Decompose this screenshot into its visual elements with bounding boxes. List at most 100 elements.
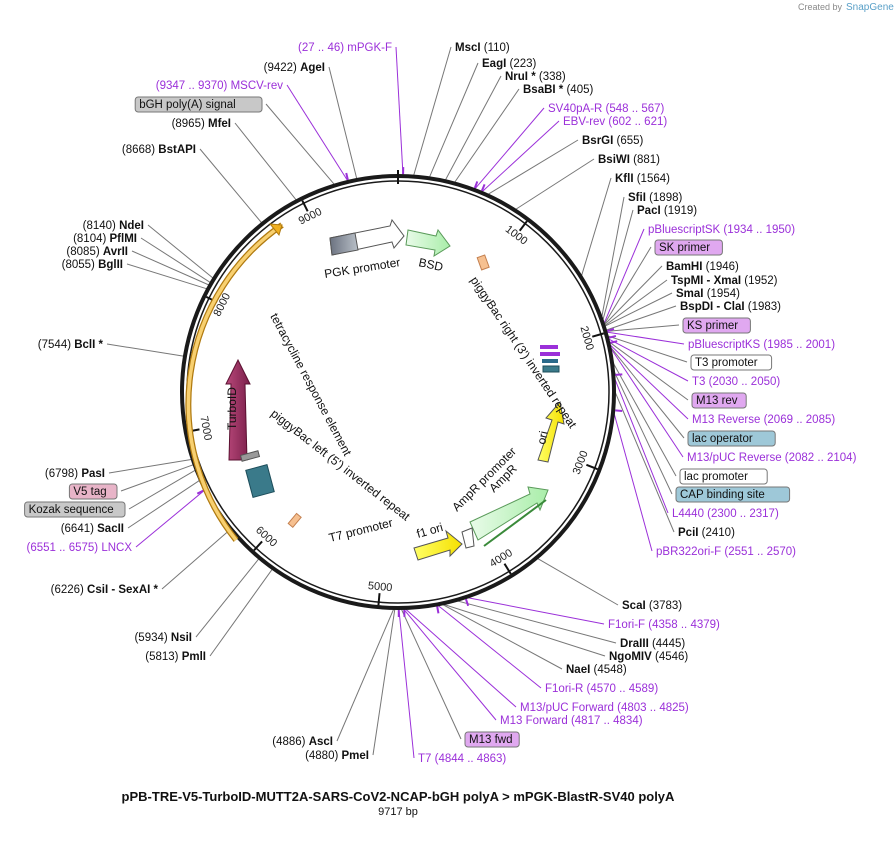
right-label[interactable]: lac promoter — [679, 468, 768, 485]
feature-f1-ori[interactable] — [413, 529, 463, 561]
left-label[interactable]: (7544) BclI * — [38, 339, 104, 351]
right-label[interactable]: BamHI (1946) — [666, 261, 739, 273]
tick-label: 3000 — [571, 449, 591, 476]
right-label[interactable]: M13 Reverse (2069 .. 2085) — [692, 414, 835, 426]
right-label[interactable]: L4440 (2300 .. 2317) — [672, 508, 779, 520]
right-label[interactable]: PacI (1919) — [637, 205, 697, 217]
tick-label: 7000 — [197, 415, 213, 441]
left-label[interactable]: bGH poly(A) signal — [134, 96, 263, 113]
right-label[interactable]: M13 Forward (4817 .. 4834) — [500, 715, 643, 727]
tick-label: 2000 — [577, 325, 595, 352]
left-label[interactable]: (8140) NdeI — [83, 220, 144, 232]
right-label[interactable]: KflI (1564) — [615, 173, 670, 185]
left-label[interactable]: (6226) CsiI - SexAI * — [51, 584, 159, 596]
tick-label: 5000 — [367, 580, 392, 594]
left-label[interactable]: (8055) BglII — [62, 259, 123, 271]
right-label[interactable]: NgoMIV (4546) — [609, 651, 688, 663]
site-name: SfiI (1898) — [628, 192, 682, 204]
right-label[interactable]: F1ori-F (4358 .. 4379) — [608, 619, 720, 631]
right-label[interactable]: NaeI (4548) — [566, 664, 627, 676]
right-label[interactable]: TspMI - XmaI (1952) — [671, 275, 778, 287]
left-label[interactable]: (6641) SacII — [61, 523, 124, 535]
left-label[interactable]: (27 .. 46) mPGK-F — [298, 42, 392, 54]
tick-mark — [377, 593, 381, 606]
feature-pgk-promoter[interactable] — [329, 218, 405, 256]
plasmid-length: 9717 bp — [378, 806, 418, 818]
feature-pb-right-marker — [476, 254, 490, 271]
left-label[interactable]: (6551 .. 6575) LNCX — [27, 542, 133, 554]
feature-tre[interactable] — [185, 222, 284, 542]
left-label[interactable]: (8085) AvrII — [66, 246, 128, 258]
left-label[interactable]: (6798) PasI — [45, 468, 105, 480]
left-label[interactable]: (4880) PmeI — [305, 750, 369, 762]
site-name: bGH poly(A) signal — [139, 99, 236, 111]
right-label[interactable]: T3 promoter — [690, 354, 773, 371]
right-label[interactable]: F1ori-R (4570 .. 4589) — [545, 683, 658, 695]
site-name: (6226) CsiI - SexAI * — [51, 584, 159, 596]
right-label[interactable]: M13 fwd — [464, 731, 520, 748]
feature-mutt2a-markers — [239, 450, 275, 498]
right-label[interactable]: SV40pA-R (548 .. 567) — [548, 103, 665, 115]
right-label[interactable]: MscI (110) — [455, 42, 510, 54]
site-name: (8055) BglII — [62, 259, 123, 271]
left-label[interactable]: (5934) NsiI — [134, 632, 192, 644]
right-label[interactable]: pBluescriptKS (1985 .. 2001) — [688, 339, 835, 351]
feature-turboid[interactable] — [225, 358, 251, 461]
site-name: BamHI (1946) — [666, 261, 739, 273]
feature-ampr-promoter — [461, 527, 475, 549]
site-name: (8085) AvrII — [66, 246, 128, 258]
primer-site-tick — [345, 172, 349, 181]
right-label[interactable]: CAP binding site — [675, 486, 791, 503]
right-label[interactable]: pBR322ori-F (2551 .. 2570) — [656, 546, 796, 558]
right-label[interactable]: BsaBI * (405) — [523, 84, 593, 96]
right-label[interactable]: SfiI (1898) — [628, 192, 682, 204]
right-label[interactable]: pBluescriptSK (1934 .. 1950) — [648, 224, 795, 236]
label-pgk-promoter: PGK promoter — [323, 255, 401, 281]
site-name: lac promoter — [684, 471, 748, 483]
left-label[interactable]: (5813) PmlI — [145, 651, 206, 663]
site-name: M13 Forward (4817 .. 4834) — [500, 715, 643, 727]
tick-mark — [518, 220, 528, 232]
right-label[interactable]: EBV-rev (602 .. 621) — [563, 116, 667, 128]
feature-ampr[interactable] — [469, 486, 549, 547]
site-name: M13 rev — [696, 395, 738, 407]
right-label[interactable]: M13 rev — [691, 392, 747, 409]
site-labels: (27 .. 46) mPGK-F (9422) AgeI (9347 .. 937… — [24, 42, 857, 765]
left-label[interactable]: (9347 .. 9370) MSCV-rev — [156, 80, 283, 92]
right-label[interactable]: BspDI - ClaI (1983) — [680, 301, 781, 313]
right-label[interactable]: DraIII (4445) — [620, 638, 685, 650]
site-name: DraIII (4445) — [620, 638, 685, 650]
site-name: EagI (223) — [482, 58, 537, 70]
tick-mark — [301, 200, 309, 212]
right-label[interactable]: M13/pUC Reverse (2082 .. 2104) — [687, 452, 857, 464]
left-label[interactable]: (9422) AgeI — [264, 62, 325, 74]
left-label[interactable]: Kozak sequence — [24, 501, 126, 518]
left-label[interactable]: (8104) PflMI — [73, 233, 137, 245]
right-label[interactable]: T3 (2030 .. 2050) — [692, 376, 780, 388]
site-name: PciI (2410) — [678, 527, 735, 539]
right-label[interactable]: NruI * (338) — [505, 71, 566, 83]
right-label[interactable]: BsiWI (881) — [598, 154, 660, 166]
right-label[interactable]: EagI (223) — [482, 58, 537, 70]
right-label[interactable]: ScaI (3783) — [622, 600, 682, 612]
right-label[interactable]: PciI (2410) — [678, 527, 735, 539]
right-label[interactable]: KS primer — [682, 317, 751, 334]
feature-bsd[interactable] — [405, 228, 451, 258]
site-name: (6641) SacII — [61, 523, 124, 535]
right-label[interactable]: BsrGI (655) — [582, 135, 644, 147]
right-label[interactable]: T7 (4844 .. 4863) — [418, 753, 506, 765]
left-label[interactable]: (8965) MfeI — [172, 118, 231, 130]
right-label[interactable]: M13/pUC Forward (4803 .. 4825) — [520, 702, 689, 714]
right-label[interactable]: SmaI (1954) — [676, 288, 740, 300]
left-label[interactable]: V5 tag — [68, 483, 118, 500]
site-name: T7 (4844 .. 4863) — [418, 753, 506, 765]
left-label[interactable]: (8668) BstAPI — [122, 144, 196, 156]
site-name: (8668) BstAPI — [122, 144, 196, 156]
right-label[interactable]: SK primer — [654, 239, 723, 256]
right-label[interactable]: lac operator — [687, 430, 776, 447]
site-name: L4440 (2300 .. 2317) — [672, 508, 779, 520]
site-name: M13/pUC Forward (4803 .. 4825) — [520, 702, 689, 714]
site-name: BspDI - ClaI (1983) — [680, 301, 781, 313]
feature-ori[interactable] — [537, 400, 565, 463]
left-label[interactable]: (4886) AscI — [272, 736, 333, 748]
